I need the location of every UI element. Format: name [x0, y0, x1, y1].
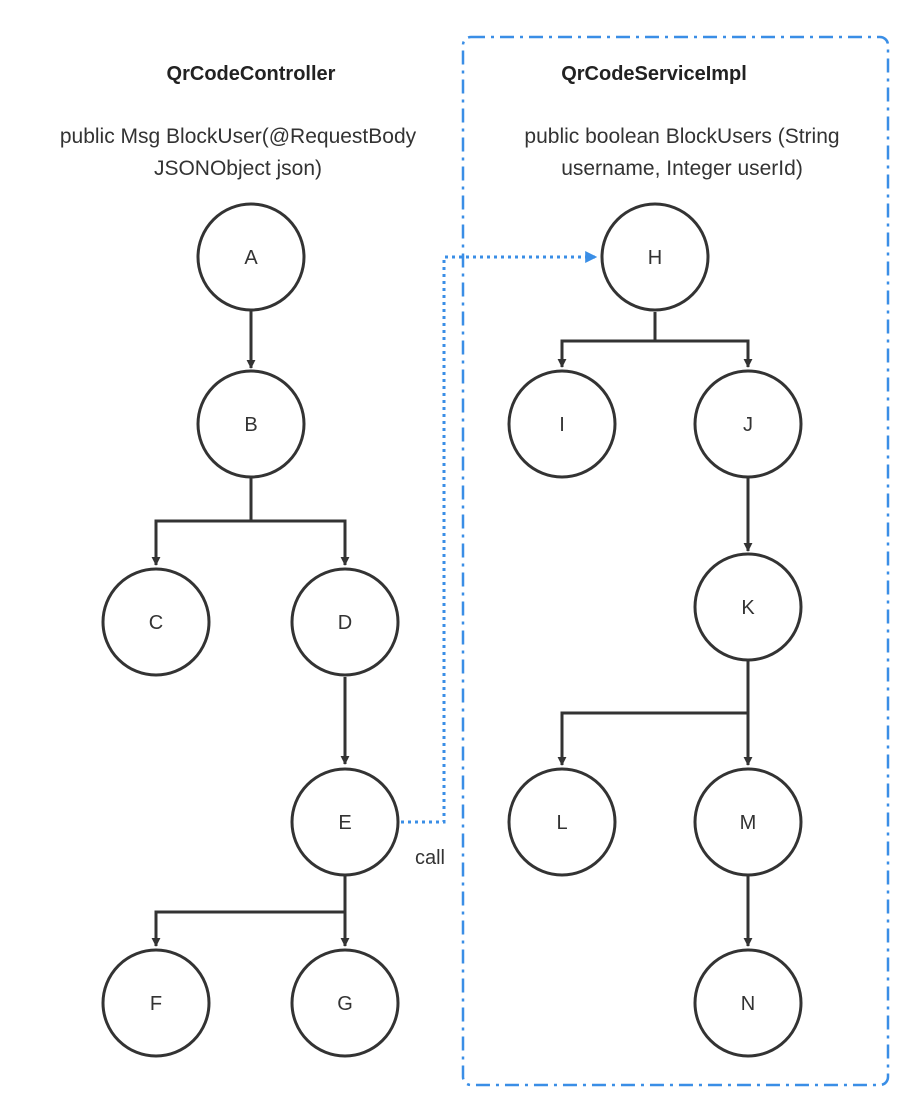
- node-l: L: [507, 767, 617, 877]
- call-label: call: [415, 847, 445, 869]
- node-n: N: [693, 948, 803, 1058]
- edge-e-f: [151, 876, 347, 947]
- call-connector: [401, 251, 598, 824]
- node-e: E: [290, 767, 400, 877]
- node-m-label: M: [740, 812, 757, 834]
- controller-signature-line2: JSONObject json): [154, 157, 322, 180]
- node-d: D: [290, 567, 400, 677]
- edge-b-d: [251, 519, 350, 566]
- node-i-label: I: [559, 414, 565, 436]
- edge-h-j: [655, 339, 753, 368]
- edge-b-c: [151, 478, 253, 566]
- node-k-label: K: [741, 597, 755, 619]
- node-a-label: A: [244, 247, 258, 269]
- service-title: QrCodeServiceImpl: [561, 63, 747, 85]
- service-signature-line2: username, Integer userId): [561, 157, 803, 180]
- node-m: M: [693, 767, 803, 877]
- edge-k-l: [557, 660, 750, 766]
- node-c: C: [101, 567, 211, 677]
- node-a: A: [196, 202, 306, 312]
- controller-signature-line1: public Msg BlockUser(@RequestBody: [60, 125, 417, 148]
- node-e-label: E: [338, 812, 351, 834]
- edge-h-i: [557, 312, 657, 368]
- service-boundary: [461, 35, 890, 1087]
- node-d-label: D: [338, 612, 352, 634]
- node-j: J: [693, 369, 803, 479]
- node-k: K: [693, 552, 803, 662]
- node-i: I: [507, 369, 617, 479]
- node-g-label: G: [337, 993, 353, 1015]
- node-f-label: F: [150, 993, 162, 1015]
- node-b-label: B: [244, 414, 257, 436]
- node-l-label: L: [556, 812, 567, 834]
- service-signature-line1: public boolean BlockUsers (String: [524, 125, 839, 148]
- node-b: B: [196, 369, 306, 479]
- node-c-label: C: [149, 612, 163, 634]
- node-g: G: [290, 948, 400, 1058]
- node-n-label: N: [741, 993, 755, 1015]
- node-f: F: [101, 948, 211, 1058]
- node-h: H: [600, 202, 710, 312]
- node-h-label: H: [648, 247, 662, 269]
- node-j-label: J: [743, 414, 753, 436]
- controller-title: QrCodeController: [167, 63, 336, 85]
